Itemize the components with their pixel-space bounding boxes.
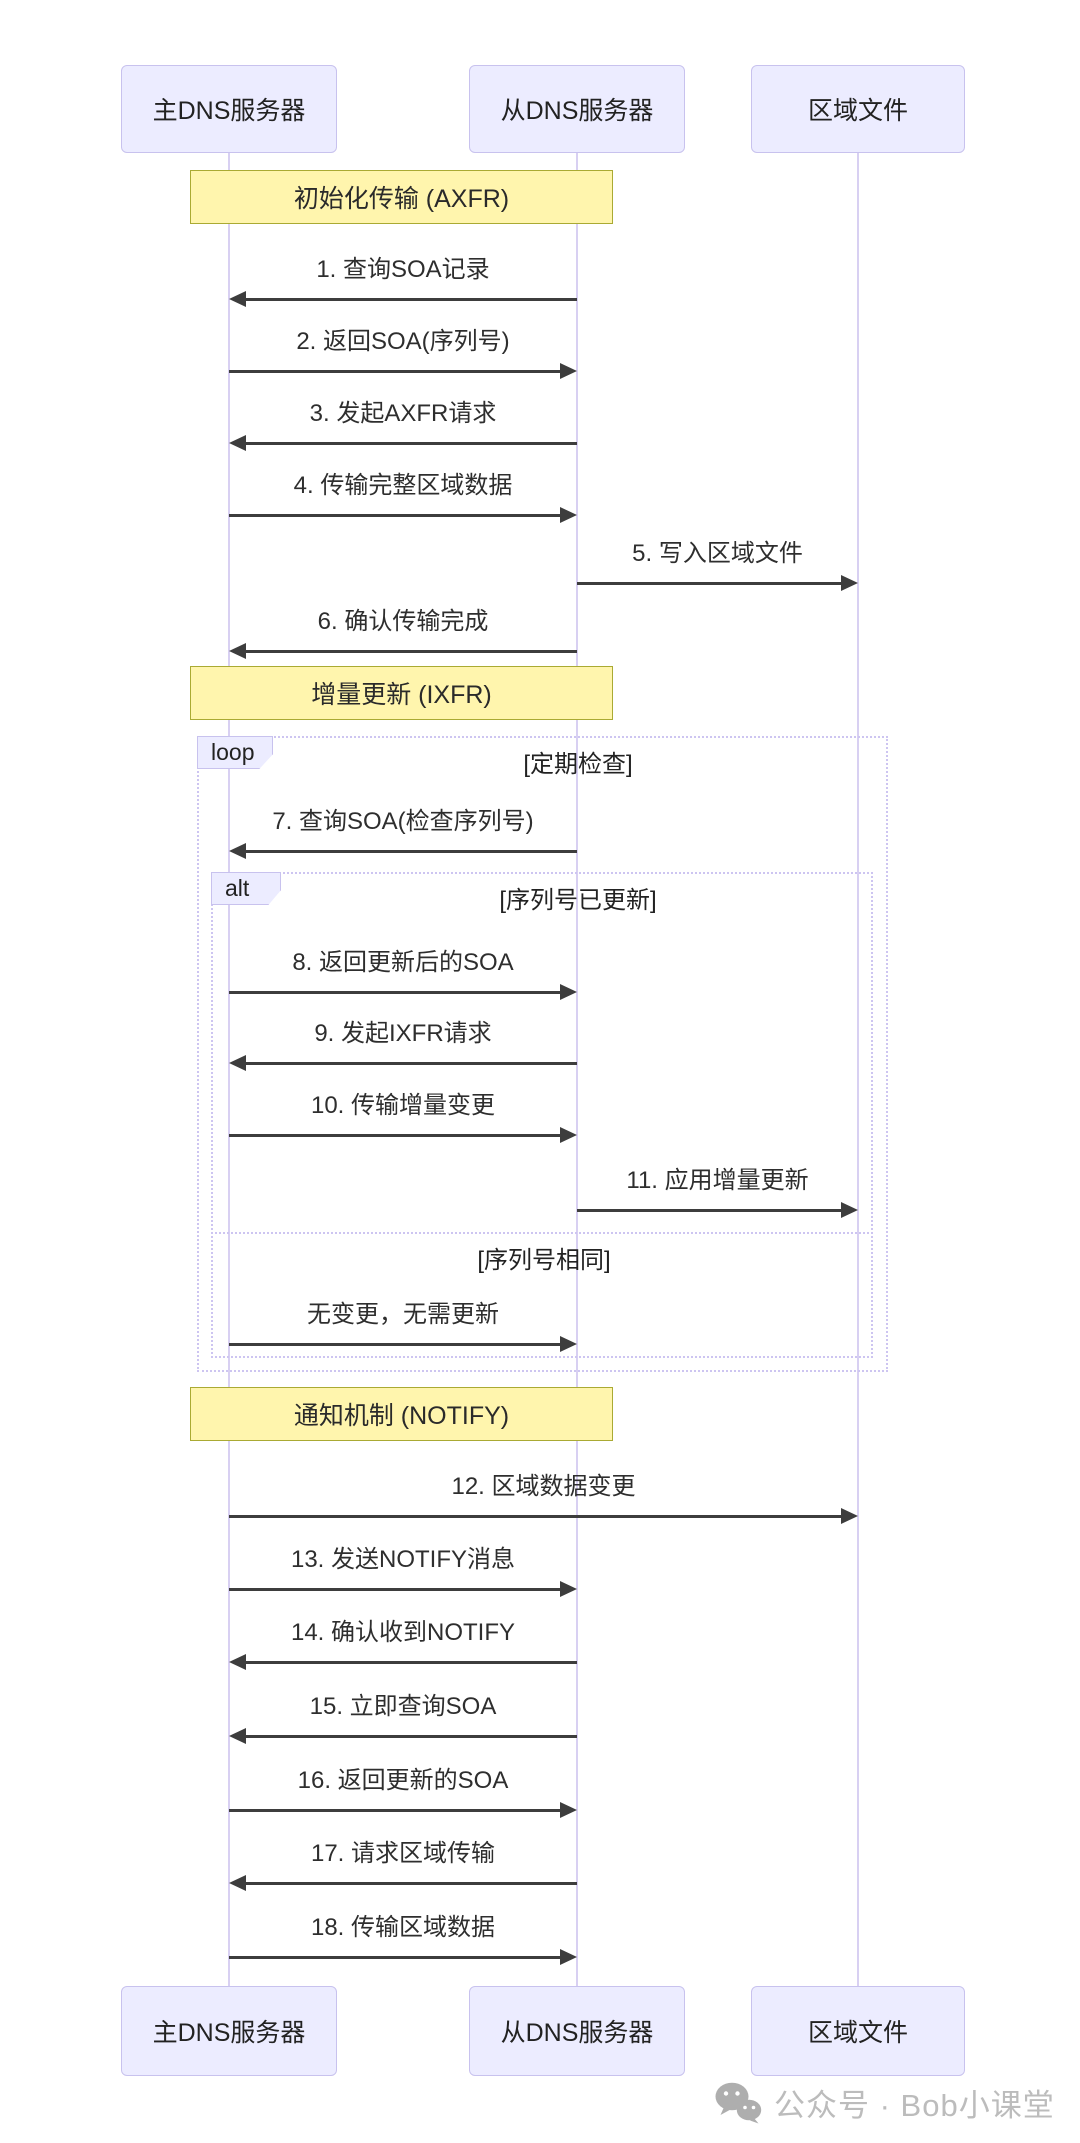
message-line: [244, 1062, 577, 1065]
message-arrowhead: [229, 843, 246, 859]
alt-else-divider: [211, 1232, 873, 1234]
alt-fragment: [211, 872, 873, 1358]
message-arrowhead: [229, 643, 246, 659]
loop-fragment: [197, 736, 888, 1372]
message-text: 16. 返回更新的SOA: [297, 1767, 509, 1794]
message-arrowhead: [229, 1728, 246, 1744]
message-text: 1. 查询SOA记录: [316, 256, 490, 283]
message-arrowhead: [560, 1127, 577, 1143]
message-text: 13. 发送NOTIFY消息: [290, 1546, 516, 1573]
message-arrowhead: [229, 435, 246, 451]
message-line: [229, 1809, 562, 1812]
loop-label: loop: [197, 736, 273, 769]
watermark: 公众号 · Bob小课堂: [714, 2080, 1055, 2125]
message-line: [229, 1515, 843, 1518]
message-arrowhead: [560, 984, 577, 1000]
message-line: [244, 298, 577, 301]
message-text: 2. 返回SOA(序列号): [296, 328, 510, 355]
message-line: [229, 1588, 562, 1591]
message-text: 15. 立即查询SOA: [309, 1693, 497, 1720]
message-arrowhead: [560, 1336, 577, 1352]
message-arrowhead: [229, 291, 246, 307]
message-text: 9. 发起IXFR请求: [314, 1020, 492, 1047]
message-text: 5. 写入区域文件: [632, 540, 803, 567]
message-text: 18. 传输区域数据: [310, 1914, 496, 1941]
message-line: [229, 370, 562, 373]
message-line: [229, 514, 562, 517]
message-line: [229, 1134, 562, 1137]
alt-label: alt: [211, 872, 281, 905]
alt-condition: [序列号已更新]: [499, 887, 657, 914]
message-arrowhead: [560, 507, 577, 523]
alt-else-condition: [序列号相同]: [477, 1247, 611, 1274]
message-text: 11. 应用增量更新: [626, 1167, 809, 1194]
message-text: 4. 传输完整区域数据: [293, 472, 513, 499]
actor-zone-file-bottom: 区域文件: [751, 1986, 965, 2076]
actor-zone-file-top: 区域文件: [751, 65, 965, 153]
message-arrowhead: [560, 1949, 577, 1965]
message-line: [229, 1956, 562, 1959]
actor-primary-dns-top: 主DNS服务器: [121, 65, 337, 153]
message-line: [229, 991, 562, 994]
message-text: 17. 请求区域传输: [310, 1840, 496, 1867]
message-arrowhead: [560, 1581, 577, 1597]
message-line: [244, 650, 577, 653]
message-arrowhead: [841, 575, 858, 591]
message-arrowhead: [560, 1802, 577, 1818]
lifeline-secondary-dns: [576, 153, 578, 1986]
message-arrowhead: [560, 363, 577, 379]
message-text: 10. 传输增量变更: [310, 1092, 496, 1119]
message-text: 6. 确认传输完成: [317, 608, 489, 635]
message-line: [577, 1209, 843, 1212]
message-text: 14. 确认收到NOTIFY: [290, 1619, 516, 1646]
message-arrowhead: [841, 1508, 858, 1524]
message-text: 7. 查询SOA(检查序列号): [272, 808, 534, 835]
lifeline-zone-file: [857, 153, 859, 1986]
wechat-icon: [715, 2082, 762, 2123]
actor-primary-dns-bottom: 主DNS服务器: [121, 1986, 337, 2076]
message-line: [577, 582, 843, 585]
message-line: [244, 1661, 577, 1664]
section-banner-ixfr: 增量更新 (IXFR): [190, 666, 613, 720]
message-arrowhead: [229, 1055, 246, 1071]
message-line: [244, 442, 577, 445]
watermark-text: 公众号 · Bob小课堂: [774, 2088, 1055, 2123]
message-text: 8. 返回更新后的SOA: [292, 949, 514, 976]
message-line: [244, 850, 577, 853]
message-line: [244, 1882, 577, 1885]
message-text: 3. 发起AXFR请求: [309, 400, 497, 427]
section-banner-notify: 通知机制 (NOTIFY): [190, 1387, 613, 1441]
message-arrowhead: [229, 1654, 246, 1670]
message-arrowhead: [229, 1875, 246, 1891]
message-line: [229, 1343, 562, 1346]
message-arrowhead: [841, 1202, 858, 1218]
message-line: [244, 1735, 577, 1738]
actor-secondary-dns-bottom: 从DNS服务器: [469, 1986, 685, 2076]
message-text: 12. 区域数据变更: [451, 1473, 636, 1500]
message-text: 无变更，无需更新: [307, 1301, 499, 1328]
section-banner-axfr: 初始化传输 (AXFR): [190, 170, 613, 224]
loop-condition: [定期检查]: [523, 751, 633, 778]
actor-secondary-dns-top: 从DNS服务器: [469, 65, 685, 153]
